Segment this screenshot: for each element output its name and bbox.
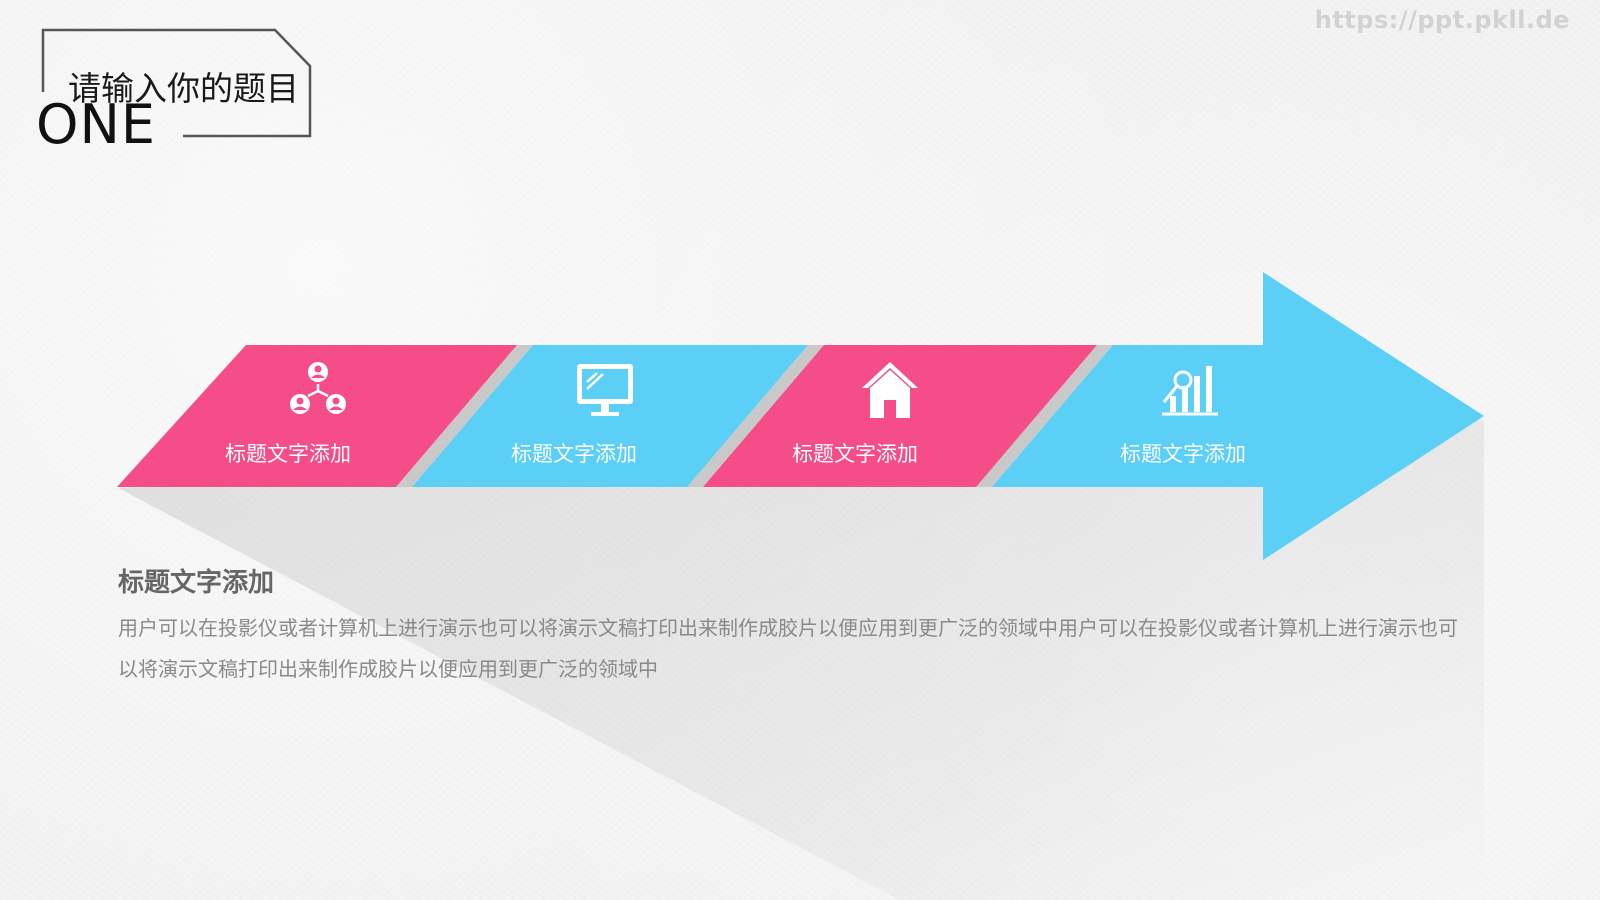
segment-gap-1 bbox=[396, 345, 533, 487]
step-3-label: 标题文字添加 bbox=[792, 442, 918, 466]
arrow-long-shadow bbox=[118, 420, 1484, 900]
page-title: 请输入你的题目 bbox=[68, 69, 299, 108]
section-number: ONE bbox=[36, 93, 157, 156]
watermark-url: https://ppt.pkll.de bbox=[1314, 6, 1570, 34]
segment-1 bbox=[117, 345, 517, 487]
segment-4-arrowhead bbox=[992, 272, 1484, 560]
bar-chart-icon bbox=[1162, 366, 1218, 416]
monitor-icon bbox=[577, 364, 633, 416]
segment-gap-3 bbox=[976, 345, 1113, 487]
step-4-label: 标题文字添加 bbox=[1120, 442, 1246, 466]
step-2-label: 标题文字添加 bbox=[511, 442, 637, 466]
people-network-icon bbox=[290, 362, 346, 414]
description-body: 用户可以在投影仪或者计算机上进行演示也可以将演示文稿打印出来制作成胶片以便应用到… bbox=[118, 616, 1458, 681]
step-1-label: 标题文字添加 bbox=[225, 442, 351, 466]
title-frame bbox=[41, 28, 312, 138]
description-heading: 标题文字添加 bbox=[118, 568, 275, 598]
segment-gap-2 bbox=[687, 345, 824, 487]
home-icon bbox=[862, 362, 918, 418]
